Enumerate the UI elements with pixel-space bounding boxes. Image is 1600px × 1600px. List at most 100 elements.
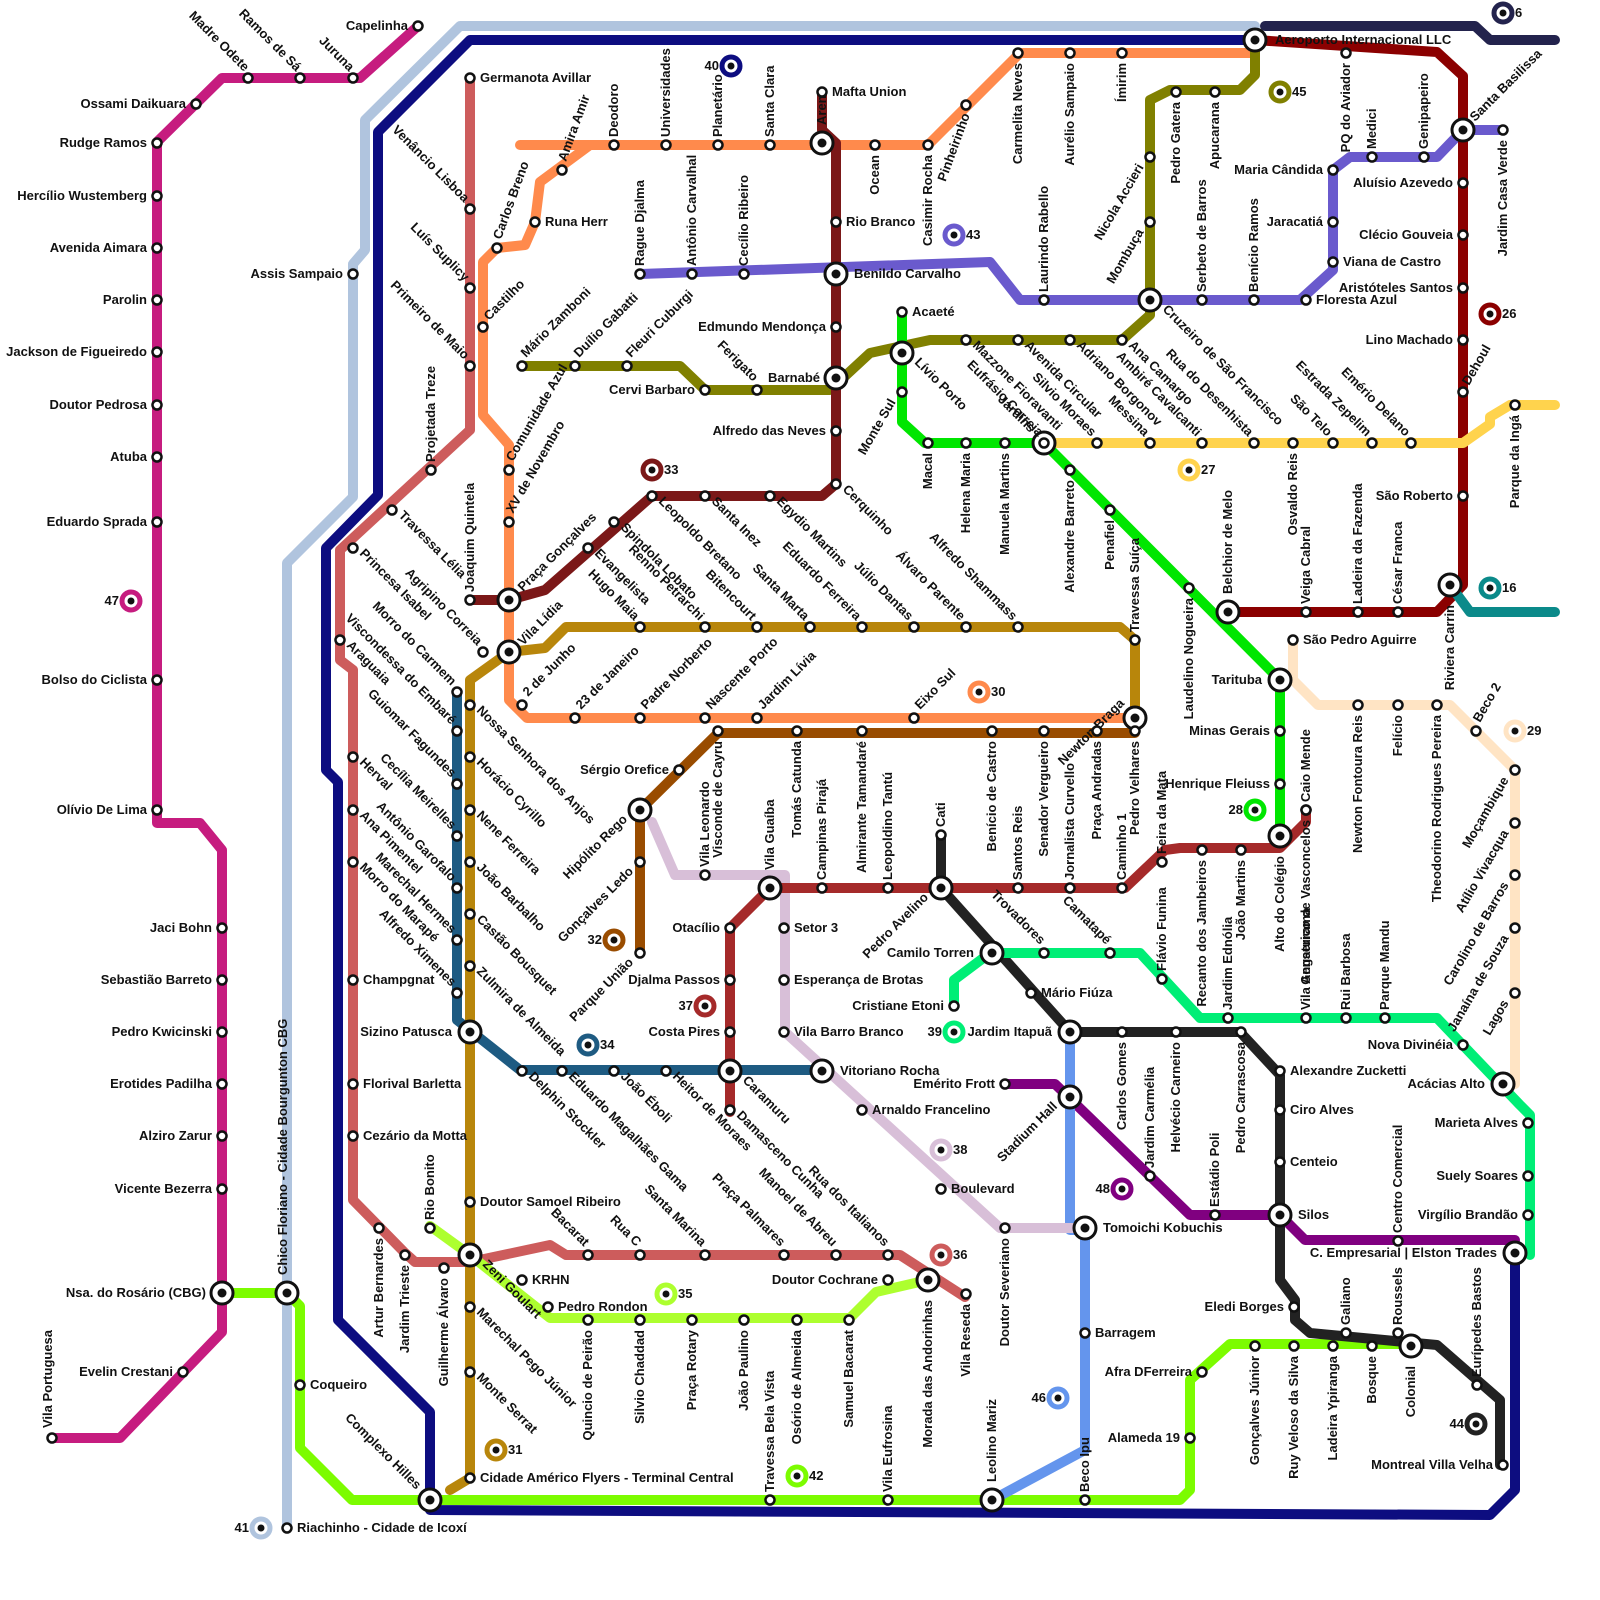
station-marker[interactable] [1185,584,1194,593]
station[interactable]: Carlos Gomes [1114,1028,1129,1131]
station-marker[interactable] [910,714,919,723]
station-marker[interactable] [1276,780,1285,789]
station[interactable]: Santos Reis [1010,806,1025,893]
station-marker[interactable] [1342,1014,1351,1023]
station-marker[interactable] [1433,701,1442,710]
station-marker[interactable] [1040,727,1049,736]
station[interactable]: Nsa. do Rosário (CBG) [66,1282,233,1304]
station[interactable]: Ossami Daikuara [80,96,200,111]
station-marker[interactable] [1302,296,1311,305]
station[interactable]: Genipapeiro [1416,73,1431,161]
station[interactable]: Alameda 19 [1108,1430,1195,1445]
station-marker[interactable] [688,270,697,279]
station[interactable]: Montreal Villa Velha [1371,1457,1507,1472]
station-marker[interactable] [466,596,475,605]
station-marker[interactable] [466,806,475,815]
station[interactable]: Alto do Colégio [1269,825,1291,952]
station-marker[interactable] [1001,1080,1010,1089]
station-marker[interactable] [701,623,710,632]
station-marker[interactable] [571,714,580,723]
station[interactable]: Sebastião Barreto [101,972,227,987]
station-marker[interactable] [1394,1329,1403,1338]
station-marker[interactable] [740,270,749,279]
station-marker[interactable] [753,714,762,723]
station-marker[interactable] [766,492,775,501]
station-marker[interactable] [780,1251,789,1260]
station[interactable]: Riviera Carrin [1439,574,1461,690]
station[interactable]: Flávio Funina [1154,886,1169,983]
station[interactable]: Carmelita Neves [1010,49,1025,165]
station-marker[interactable] [1106,949,1115,958]
station-marker[interactable] [440,1264,449,1273]
station-marker[interactable] [153,401,162,410]
station[interactable]: Jardim Casa Verde [1495,126,1510,257]
station[interactable]: Tomoichi Kobuchis [1074,1217,1223,1239]
station-marker[interactable] [466,753,475,762]
station[interactable]: Osório de Almeida [789,1316,804,1445]
station[interactable]: Roussels [1390,1267,1405,1337]
station-marker[interactable] [766,141,775,150]
station[interactable]: Galiano [1338,1277,1353,1337]
station-marker[interactable] [988,727,997,736]
station-marker[interactable] [1511,989,1520,998]
station[interactable]: Belchior de Melo [1217,490,1239,623]
station[interactable]: Centro Comercial [1390,1125,1405,1246]
station-marker[interactable] [153,676,162,685]
station-marker[interactable] [610,518,619,527]
station[interactable]: Leolino Mariz [981,1398,1003,1511]
station[interactable]: Jaracatiá [1267,214,1338,229]
station-marker[interactable] [375,1224,384,1233]
station[interactable]: Venâncio Lisboa [389,122,474,214]
station-marker[interactable] [453,727,462,736]
station-marker[interactable] [884,884,893,893]
station-marker[interactable] [1342,1329,1351,1338]
station-marker[interactable] [962,101,971,110]
station[interactable]: Colonial [1400,1335,1422,1417]
station[interactable]: Helvécio Carneiro [1168,1028,1183,1153]
station-marker[interactable] [818,88,827,97]
station-marker[interactable] [1040,949,1049,958]
station[interactable]: Vila Portuguesa [40,1329,57,1442]
station-marker[interactable] [466,362,475,371]
station[interactable]: Universidades [658,48,673,149]
station[interactable]: Maria Cândida [1234,162,1337,177]
station-marker[interactable] [453,688,462,697]
station[interactable]: Quincio de Peirão [580,1316,595,1441]
station[interactable]: Benício Ramos [1246,198,1261,304]
station[interactable]: João Paulino [736,1316,751,1411]
station[interactable]: Pedro Rondon [544,1299,648,1314]
station[interactable]: Beco Ipu [1077,1437,1092,1504]
station-marker[interactable] [584,1251,593,1260]
station-marker[interactable] [1511,766,1520,775]
station-marker[interactable] [466,858,475,867]
station-marker[interactable] [349,858,358,867]
station-marker[interactable] [1093,727,1102,736]
station-marker[interactable] [1198,439,1207,448]
station-marker[interactable] [558,166,567,175]
station[interactable]: Pedro Carrascosa [1233,1028,1248,1154]
station-marker[interactable] [832,1251,841,1260]
station-marker[interactable] [753,386,762,395]
station-marker[interactable] [453,989,462,998]
station-marker[interactable] [1368,439,1377,448]
station-marker[interactable] [401,1251,410,1260]
station[interactable]: Visconde de Cayru [710,727,725,858]
station-marker[interactable] [1146,153,1155,162]
station-marker[interactable] [1290,1303,1299,1312]
station-marker[interactable] [962,623,971,632]
station-marker[interactable] [505,518,514,527]
station-marker[interactable] [296,1381,305,1390]
station-marker[interactable] [349,544,358,553]
station[interactable]: Campinas Pirajá [814,778,829,892]
station[interactable]: Travessa Bela Vista [762,1370,777,1504]
station-marker[interactable] [466,205,475,214]
station-marker[interactable] [466,1303,475,1312]
station-marker[interactable] [962,439,971,448]
station-marker[interactable] [780,1028,789,1037]
station[interactable]: Evelin Crestani [79,1364,187,1379]
station[interactable]: Cerquinho [832,480,897,539]
station-marker[interactable] [1354,608,1363,617]
station-marker[interactable] [1459,284,1468,293]
station[interactable]: Planetário [710,74,725,149]
station[interactable]: Acácias Alto [1407,1073,1514,1095]
